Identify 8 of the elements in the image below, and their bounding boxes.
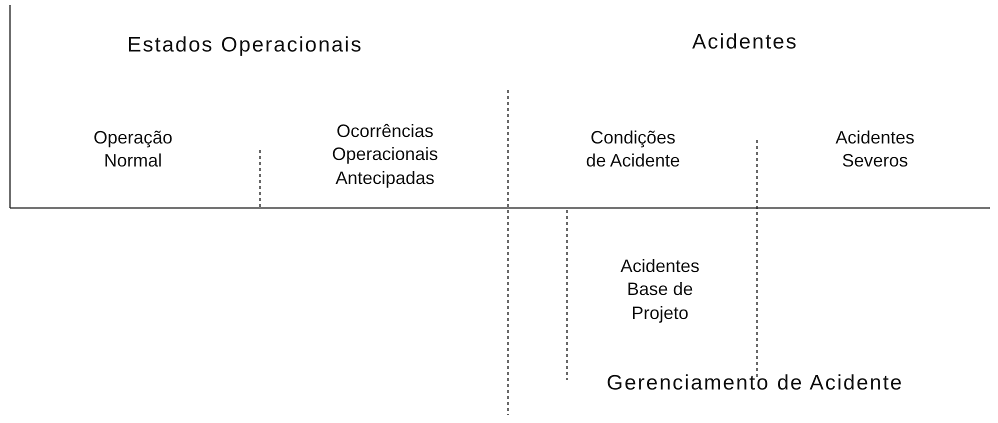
category-label: Ocorrências Operacionais Antecipadas (330, 120, 440, 190)
section-heading: Acidentes (692, 29, 798, 56)
section-heading: Gerenciamento de Acidente (606, 370, 904, 396)
section-heading: Estados Operacionais (127, 32, 363, 58)
category-label: Condições de Acidente (584, 126, 682, 173)
category-label: Acidentes Severos (834, 126, 916, 173)
category-label: Acidentes Base de Projeto (619, 254, 701, 325)
category-label: Operação Normal (92, 126, 174, 173)
